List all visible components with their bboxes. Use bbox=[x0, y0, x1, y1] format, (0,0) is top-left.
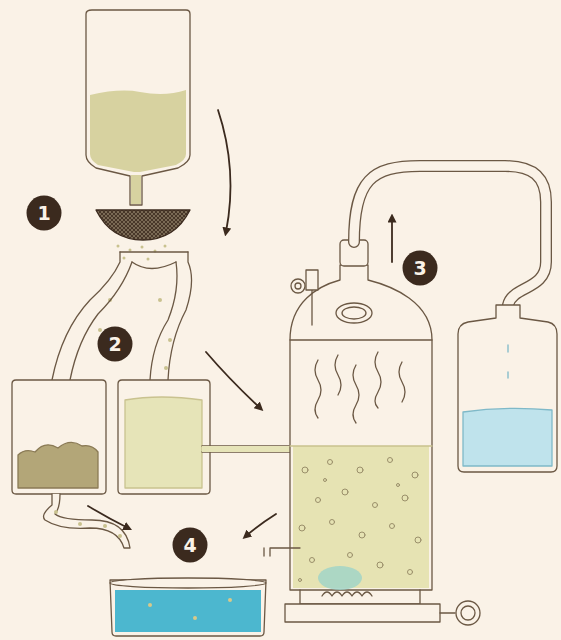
callout-badge: 2 bbox=[97, 326, 133, 362]
callout-badge: 3 bbox=[402, 250, 438, 286]
flow-arrow bbox=[206, 352, 260, 408]
callout-circle-fill bbox=[403, 251, 438, 286]
callout-badge: 4 bbox=[172, 527, 208, 563]
callout-circle-fill bbox=[173, 528, 208, 563]
splitter bbox=[52, 252, 192, 380]
callout-circle-fill bbox=[27, 196, 62, 231]
liquid-bag bbox=[118, 380, 292, 494]
flow-arrow bbox=[391, 218, 393, 262]
callout-number: 2 bbox=[97, 326, 133, 362]
feed-bag bbox=[86, 10, 190, 205]
water-basin bbox=[110, 578, 266, 636]
flow-arrow bbox=[88, 506, 128, 528]
flow-arrows bbox=[88, 110, 392, 536]
flow-arrow bbox=[246, 514, 276, 536]
burner bbox=[285, 590, 480, 625]
callout-number: 3 bbox=[402, 250, 438, 286]
callout-badge: 1 bbox=[26, 195, 62, 231]
callout-number: 1 bbox=[26, 195, 62, 231]
collection-bottle bbox=[458, 305, 557, 472]
callout-number: 4 bbox=[172, 527, 208, 563]
boiler-column bbox=[264, 240, 432, 590]
callout-circle-fill bbox=[98, 327, 133, 362]
flow-arrow bbox=[218, 110, 231, 232]
sieve bbox=[96, 210, 190, 240]
vapour-tube bbox=[354, 166, 546, 305]
solids-bag bbox=[12, 380, 130, 548]
